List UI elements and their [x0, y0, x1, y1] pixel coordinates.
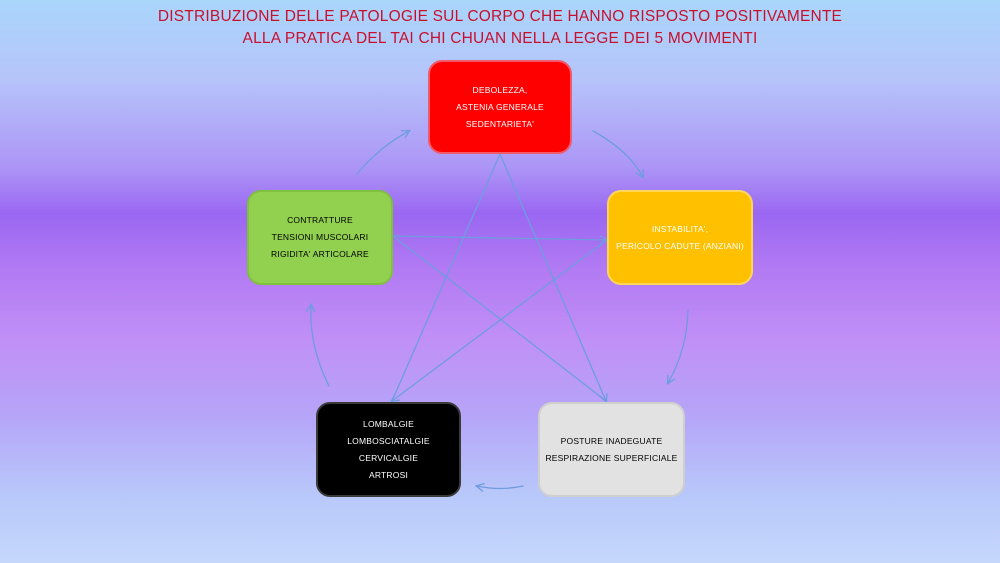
node-fire-line-2: ASTENIA GENERALE: [456, 101, 544, 112]
node-fire-line-3: SEDENTARIETA': [465, 118, 535, 129]
node-metal: POSTURE INADEGUATE RESPIRAZIONE SUPERFIC…: [538, 402, 685, 497]
node-earth-line-2: PERICOLO CADUTE (ANZIANI): [616, 240, 744, 251]
node-metal-line-1: POSTURE INADEGUATE: [560, 435, 663, 446]
node-wood-line-1: CONTRATTURE: [287, 215, 353, 225]
node-earth: INSTABILITA', PERICOLO CADUTE (ANZIANI): [607, 190, 753, 285]
node-water-line-2: LOMBOSCIATALGIE: [347, 435, 430, 446]
cycle-arrow-fire-to-earth: [592, 130, 643, 177]
node-metal-line-2: RESPIRAZIONE SUPERFICIALE: [545, 452, 678, 463]
node-wood-line-2: TENSIONI MUSCOLARI: [271, 232, 369, 242]
node-water-line-3: CERVICALGIE: [358, 452, 419, 463]
node-water: LOMBALGIE LOMBOSCIATALGIE CERVICALGIE AR…: [316, 402, 461, 497]
node-wood: CONTRATTURE TENSIONI MUSCOLARI RIGIDITA'…: [247, 190, 393, 285]
title-line-1: DISTRIBUZIONE DELLE PATOLOGIE SUL CORPO …: [157, 8, 843, 25]
node-water-line-1: LOMBALGIE: [363, 418, 414, 429]
node-earth-line-1: INSTABILITA',: [651, 223, 709, 234]
node-wood-line-3: RIGIDITA' ARTICOLARE: [271, 249, 369, 259]
node-water-line-4: ARTROSI: [368, 469, 409, 480]
star-arrow-fire-to-metal: [499, 153, 606, 401]
title-line-2: ALLA PRATICA DEL TAI CHI CHUAN NELLA LEG…: [242, 30, 758, 47]
star-arrow-earth-to-water: [392, 239, 608, 401]
cycle-arrow-wood-to-fire: [356, 131, 409, 175]
node-fire-line-1: DEBOLEZZA,: [472, 84, 528, 95]
cycle-arrow-metal-to-water: [477, 486, 524, 489]
cycle-arrow-water-to-wood: [311, 305, 330, 387]
node-fire: DEBOLEZZA, ASTENIA GENERALE SEDENTARIETA…: [428, 60, 572, 154]
star-arrow-metal-to-wood: [392, 235, 607, 402]
cycle-arrow-earth-to-metal: [668, 309, 689, 383]
star-arrow-wood-to-earth: [392, 236, 607, 240]
